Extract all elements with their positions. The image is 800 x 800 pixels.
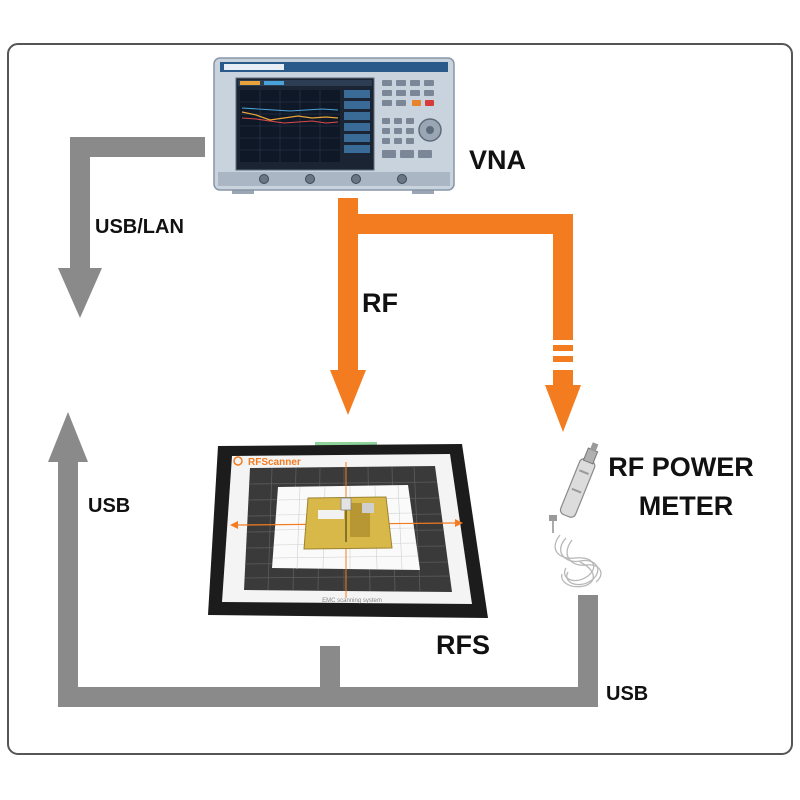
vna-label: VNA: [469, 145, 526, 175]
usb-return-connector: [58, 460, 598, 707]
rfs-label: RFS: [436, 630, 490, 660]
scanner-footer: EMC scanning system: [322, 598, 382, 604]
rf-connector: [338, 198, 573, 386]
scanner-brand: RFScanner: [248, 457, 301, 468]
rf-dash-1: [553, 345, 573, 351]
usb-lan-label: USB/LAN: [95, 216, 184, 238]
rf-label: RF: [362, 288, 398, 318]
rf-arrowhead-meter: [545, 385, 581, 432]
power-meter-label-line2: METER: [639, 491, 734, 521]
usb-left-label: USB: [88, 495, 130, 517]
network-analyzer-icon: [213, 57, 455, 194]
usb-up-arrowhead: [48, 412, 88, 462]
usb-lan-connector: [70, 137, 205, 272]
rf-arrowhead-rfs: [330, 370, 366, 415]
usb-bottom-label: USB: [606, 683, 648, 705]
power-meter-label-line1: RF POWER: [608, 452, 754, 482]
usb-lan-arrowhead: [58, 268, 102, 318]
power-sensor-icon: [549, 442, 602, 588]
rf-scanner-icon: RFScanner EMC scanning system: [208, 442, 488, 618]
rf-dash-2: [553, 356, 573, 362]
